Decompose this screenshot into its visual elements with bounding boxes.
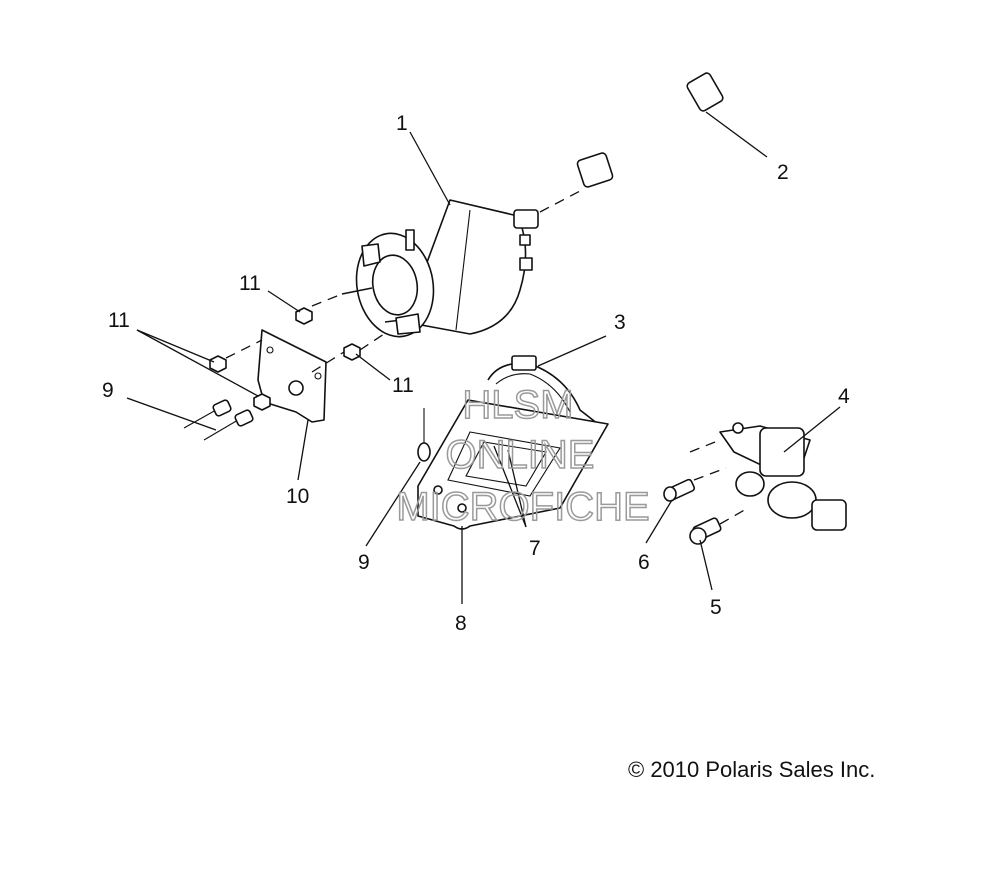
copyright-notice: © 2010 Polaris Sales Inc. — [628, 757, 876, 782]
starter-drive — [719, 422, 847, 531]
clamp — [487, 355, 599, 425]
callout-5: 5 — [710, 596, 722, 619]
callout-2: 2 — [777, 161, 789, 184]
callout-11-left: 11 — [108, 309, 130, 332]
callout-4: 4 — [838, 385, 850, 408]
callout-9-center: 9 — [358, 551, 370, 574]
mounting-bracket — [417, 399, 609, 530]
watermark: HLSM ONLINE MICROFICHE — [396, 382, 651, 530]
callout-6: 6 — [638, 551, 650, 574]
watermark-line-3: MICROFICHE — [396, 485, 649, 529]
watermark-line-1: HLSM — [462, 383, 573, 427]
screws — [663, 478, 722, 545]
callout-11-top: 11 — [239, 272, 261, 295]
starter-motor — [341, 199, 539, 338]
assembly-lines — [225, 189, 749, 525]
leader-lines — [126, 111, 841, 604]
callouts: 1 2 3 4 5 6 7 8 9 9 10 11 11 11 — [102, 112, 850, 635]
callout-7: 7 — [529, 537, 541, 560]
callout-11-right: 11 — [392, 374, 414, 397]
callout-9-left: 9 — [102, 379, 114, 402]
callout-8: 8 — [455, 612, 467, 635]
watermark-line-2: ONLINE — [446, 433, 595, 477]
rivets — [183, 399, 431, 462]
starter-cable — [576, 72, 724, 188]
mount-plate — [257, 329, 327, 423]
callout-1: 1 — [396, 112, 408, 135]
callout-10: 10 — [286, 485, 309, 508]
callout-3: 3 — [614, 311, 626, 334]
